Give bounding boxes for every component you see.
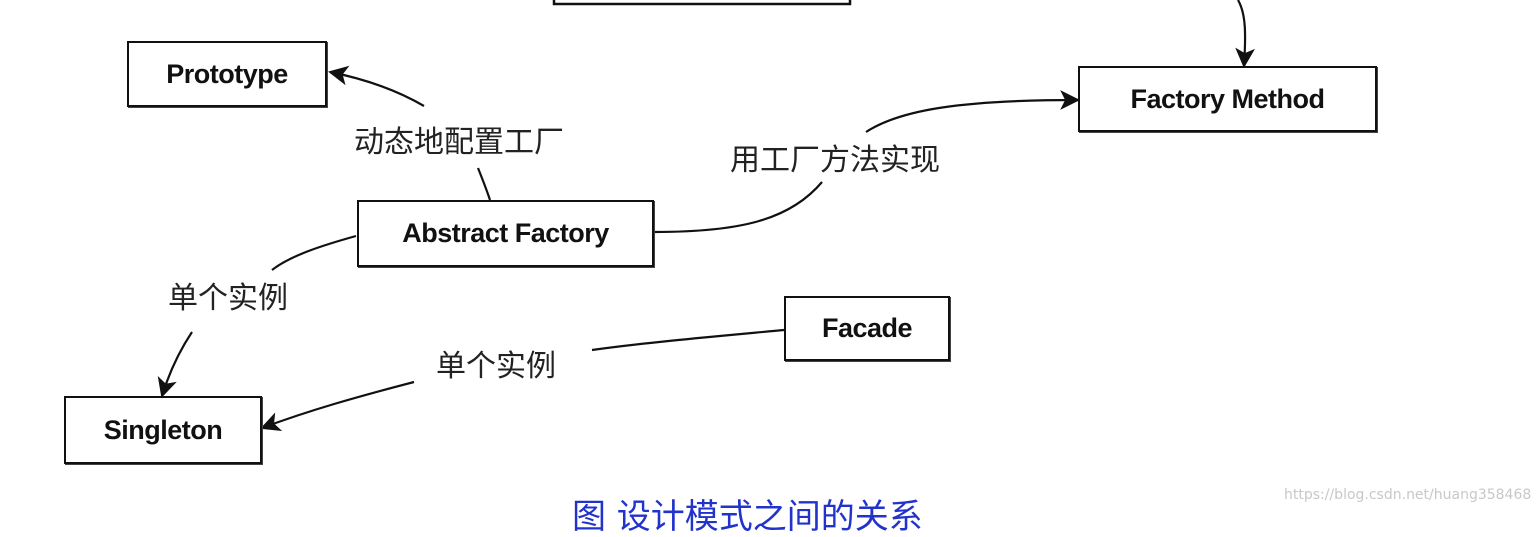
node-facade: Facade: [784, 296, 950, 361]
connector-facade-to-singleton-left: [260, 380, 415, 432]
edge-label-single-instance-abstract: 单个实例: [168, 281, 288, 316]
connector-abstract-factory-to-singleton-upper: [271, 234, 357, 271]
node-factory-method: Factory Method: [1078, 66, 1377, 132]
watermark: https://blog.csdn.net/huang358468: [1284, 487, 1532, 503]
connector-abstract-factory-to-factory-method-lower: [653, 181, 823, 234]
edge-label-single-instance-facade: 单个实例: [436, 349, 556, 384]
connector-abstract-factory-to-factory-method-upper: [865, 90, 1080, 133]
connector-abstract-factory-to-prototype-upper: [328, 65, 425, 107]
edge-label-configure-factory: 动态地配置工厂: [354, 125, 564, 160]
node-singleton: Singleton: [64, 396, 262, 464]
diagram-connectors: [157, 0, 1255, 432]
offscreen-top-box: [552, 0, 852, 6]
node-factory-method-label: Factory Method: [1130, 83, 1325, 114]
connector-top-to-factory-method: [1235, 0, 1255, 68]
connector-abstract-factory-to-singleton-lower: [157, 331, 193, 398]
connector-abstract-factory-to-prototype-lower: [476, 167, 492, 201]
figure-caption: 图 设计模式之间的关系: [572, 497, 923, 537]
connector-facade-to-singleton-right: [591, 328, 785, 352]
node-abstract-factory-label: Abstract Factory: [402, 218, 609, 248]
node-prototype: Prototype: [127, 41, 327, 107]
node-singleton-label: Singleton: [103, 414, 223, 445]
edge-label-implement-with-factory-method: 用工厂方法实现: [730, 143, 940, 178]
node-abstract-factory: Abstract Factory: [357, 200, 654, 267]
node-facade-label: Facade: [821, 313, 913, 343]
node-prototype-label: Prototype: [166, 58, 288, 89]
